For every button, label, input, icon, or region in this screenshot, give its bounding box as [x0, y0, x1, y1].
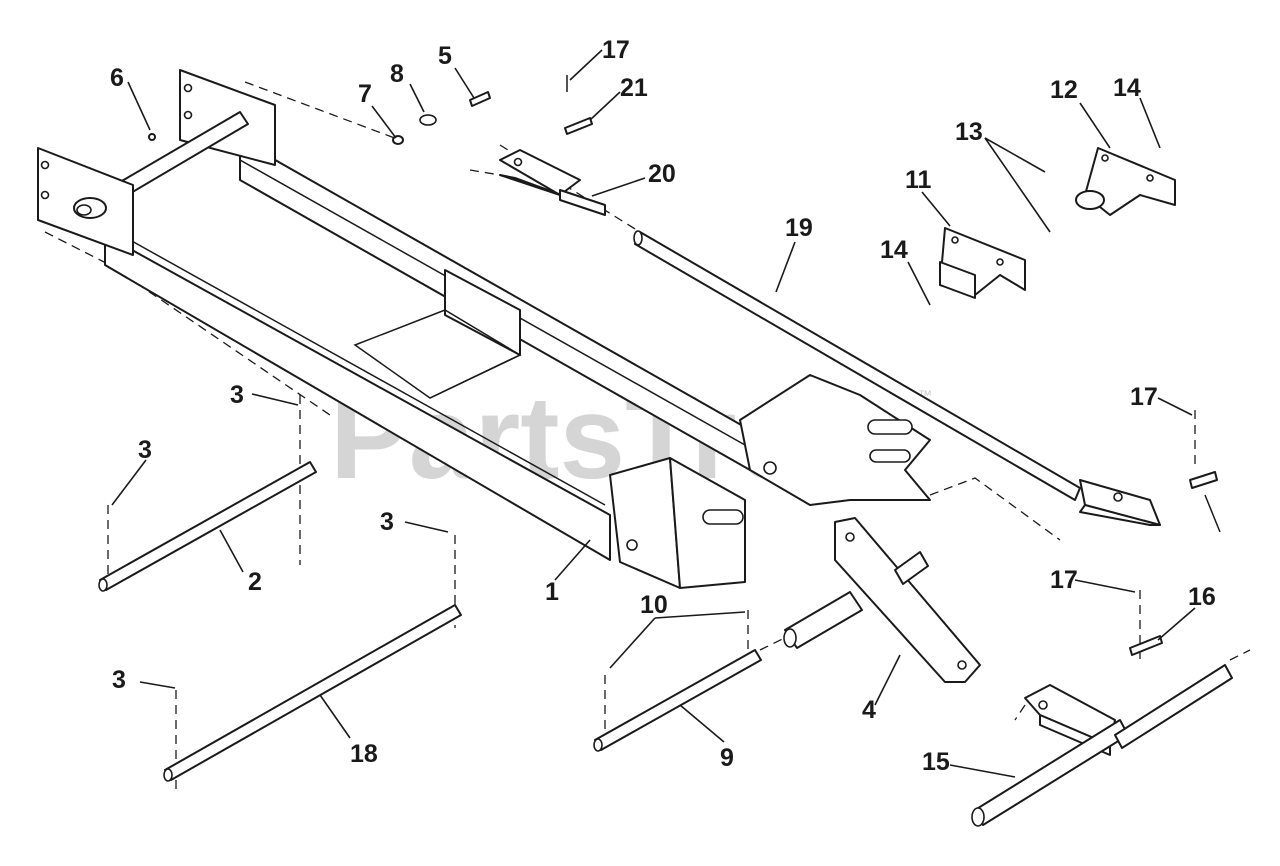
callout-17-top: 17 [602, 36, 630, 64]
callout-17-lower: 17 [1050, 566, 1078, 594]
callout-16: 16 [1188, 583, 1216, 611]
part-11-bracket [939, 227, 1026, 299]
callout-20: 20 [648, 160, 676, 188]
leader-lines [111, 49, 1196, 778]
callout-6: 10 [640, 591, 668, 619]
part-5-rod [593, 649, 762, 752]
part-2-rod [98, 461, 317, 592]
callout-18: 18 [350, 740, 378, 768]
callout-3-a: 3 [230, 381, 244, 409]
callout-14-top: 14 [1113, 74, 1141, 102]
part-12-bracket [1075, 147, 1176, 216]
callout-labels: 6 7 8 5 17 21 20 19 12 14 13 11 14 17 3 … [110, 36, 1216, 776]
callout-2: 2 [248, 568, 262, 596]
callout-11: 11 [905, 166, 932, 194]
callout-8: 5 [438, 42, 452, 70]
part-20-clevis [499, 149, 606, 216]
callout-5: 9 [720, 744, 734, 772]
frame-end-plates [37, 69, 276, 256]
callout-3-c: 3 [380, 508, 394, 536]
part-15-shaft-assembly [971, 471, 1233, 827]
callout-1: 1 [545, 578, 559, 606]
callout-21: 21 [620, 74, 648, 102]
callout-12: 12 [1050, 76, 1078, 104]
callout-19: 19 [785, 214, 813, 242]
callout-15: 15 [922, 748, 950, 776]
callout-14-mid: 14 [880, 236, 908, 264]
part-4-bracket [783, 517, 981, 683]
callout-13: 13 [955, 118, 983, 146]
callout-17-right: 17 [1130, 383, 1158, 411]
small-pins-top [148, 75, 593, 145]
part-18-rod [163, 604, 462, 782]
callout-3-b: 3 [138, 436, 152, 464]
part-1-main-frame [104, 139, 931, 589]
callout-10: 8 [390, 60, 404, 88]
callout-7: 7 [358, 80, 372, 108]
callout-4: 4 [862, 696, 876, 724]
callout-9: 6 [110, 64, 124, 92]
callout-3-d: 3 [112, 666, 126, 694]
part-19-rod [633, 230, 1161, 526]
